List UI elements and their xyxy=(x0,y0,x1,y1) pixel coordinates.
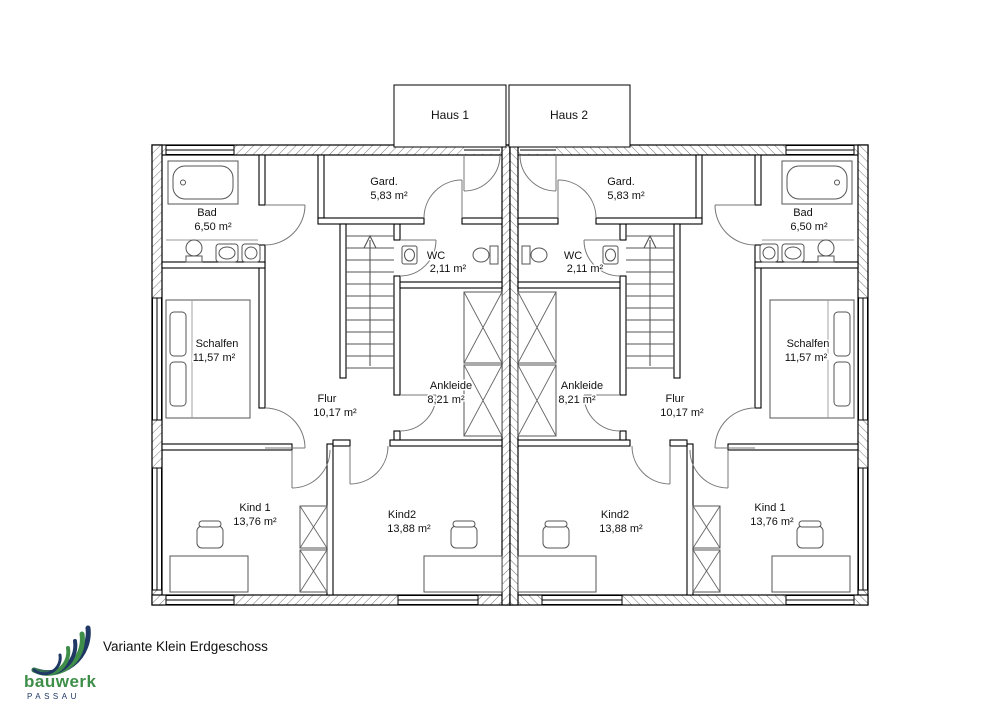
plan-title: Variante Klein Erdgeschoss xyxy=(103,639,268,654)
house-unit-geometry-mirrored xyxy=(509,144,869,606)
room-area-flur-right: 10,17 m² xyxy=(660,407,704,419)
wardrobe-ankleide xyxy=(463,291,503,437)
room-area-kind2-left: 13,88 m² xyxy=(387,523,431,535)
footer: bauwerk PASSAU Variante Klein Erdgeschos… xyxy=(24,625,268,701)
room-area-kind1-right: 13,76 m² xyxy=(750,516,794,528)
house-title-boxes: Haus 1 Haus 2 xyxy=(393,84,631,148)
room-label-bad-left: Bad xyxy=(197,207,217,219)
room-label-flur-right: Flur xyxy=(666,393,685,405)
room-label-ankleide-right: Ankleide xyxy=(561,380,603,392)
haus2-box xyxy=(508,84,631,148)
room-area-schlafen-right: 11,57 m² xyxy=(785,352,828,364)
room-area-gard-left: 5,83 m² xyxy=(370,190,408,202)
room-label-kind1-right: Kind 1 xyxy=(754,502,785,514)
room-labels-right: Bad 6,50 m² Gard. 5,83 m² WC 2,11 m² Sch… xyxy=(557,175,831,537)
room-label-gard-left: Gard. xyxy=(370,176,398,188)
room-area-ankleide-left: 8,21 m² xyxy=(427,394,465,406)
room-area-kind1-left: 13,76 m² xyxy=(233,516,277,528)
room-label-schlafen-left: Schalfen xyxy=(196,338,239,350)
stair-direction-arrow-icon xyxy=(363,234,377,249)
wc-fixtures xyxy=(401,245,499,265)
room-area-flur-left: 10,17 m² xyxy=(313,407,357,419)
room-label-kind2-right: Kind2 xyxy=(601,509,629,521)
room-label-flur-left: Flur xyxy=(318,393,337,405)
room-area-bad-right: 6,50 m² xyxy=(790,221,828,233)
wardrobe-child xyxy=(299,505,328,593)
room-area-gard-right: 5,83 m² xyxy=(607,190,645,202)
room-label-bad-right: Bad xyxy=(793,207,813,219)
room-label-wc-right: WC xyxy=(564,250,582,262)
haus1-label: Haus 1 xyxy=(431,108,469,122)
desk-child2 xyxy=(423,520,503,593)
desk-child1 xyxy=(169,520,249,593)
staircase xyxy=(346,234,394,369)
room-label-gard-right: Gard. xyxy=(607,176,635,188)
bathtub xyxy=(167,160,239,205)
room-label-wc-left: WC xyxy=(427,250,445,262)
room-area-wc-left: 2,11 m² xyxy=(430,263,467,275)
room-label-schlafen-right: Schalfen xyxy=(787,338,830,350)
haus1-box xyxy=(393,84,507,148)
room-area-wc-right: 2,11 m² xyxy=(567,263,604,275)
room-area-kind2-right: 13,88 m² xyxy=(599,523,643,535)
room-labels-left: Bad 6,50 m² Gard. 5,83 m² WC 2,11 m² Sch… xyxy=(191,175,473,537)
interior-walls xyxy=(161,154,503,596)
house-unit-geometry xyxy=(151,144,511,606)
bathroom-fixtures xyxy=(166,239,261,263)
room-area-schlafen-left: 11,57 m² xyxy=(193,352,236,364)
logo-subtext: PASSAU xyxy=(27,692,80,701)
room-label-ankleide-left: Ankleide xyxy=(430,380,472,392)
haus2-label: Haus 2 xyxy=(550,108,588,122)
bauwerk-logo-icon xyxy=(31,625,91,676)
room-label-kind1-left: Kind 1 xyxy=(239,502,270,514)
bed xyxy=(165,299,251,419)
room-label-kind2-left: Kind2 xyxy=(388,509,416,521)
windows xyxy=(152,145,479,605)
doors xyxy=(264,146,501,489)
logo-wordmark: bauwerk xyxy=(24,672,97,691)
room-area-ankleide-right: 8,21 m² xyxy=(558,394,596,406)
room-area-bad-left: 6,50 m² xyxy=(194,221,232,233)
